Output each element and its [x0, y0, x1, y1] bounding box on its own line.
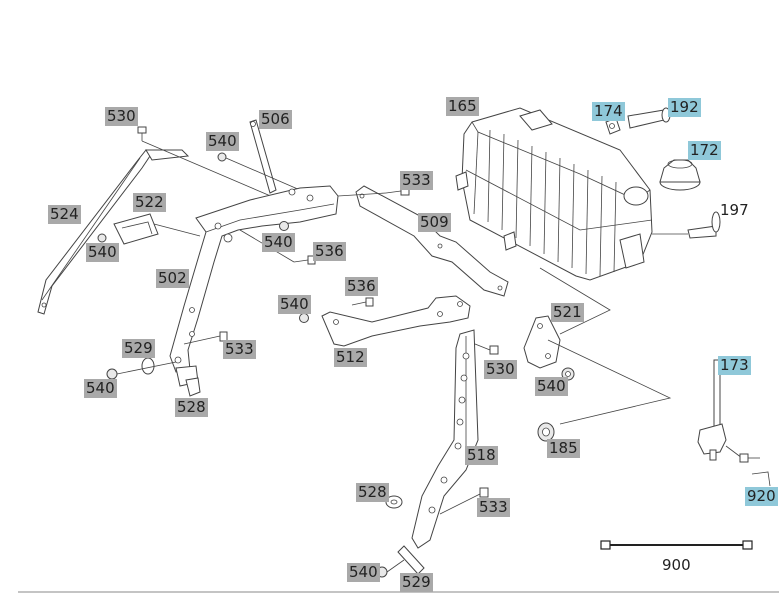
- part-172-cap: [659, 159, 701, 191]
- callout-192[interactable]: 192: [668, 98, 701, 117]
- callout-540-e: 540: [84, 379, 117, 398]
- callout-533-c: 533: [477, 498, 510, 517]
- part-506-link: [249, 119, 277, 194]
- part-529-washer-a: [106, 357, 177, 380]
- callout-506: 506: [259, 110, 292, 129]
- callout-521: 521: [551, 303, 584, 322]
- part-536-bolt-b: [351, 297, 374, 307]
- callout-529-a: 529: [122, 339, 155, 358]
- part-512-bracket: [299, 295, 471, 347]
- part-920-connector: [739, 453, 771, 487]
- callout-540-d: 540: [278, 295, 311, 314]
- callout-920[interactable]: 920: [745, 487, 778, 506]
- callout-172[interactable]: 172: [688, 141, 721, 160]
- callout-540-b: 540: [86, 243, 119, 262]
- callout-540-f: 540: [535, 377, 568, 396]
- part-530-bolt-a: [137, 126, 281, 201]
- part-173-sensor: [697, 359, 743, 461]
- callout-900: 900: [662, 556, 691, 574]
- callout-185: 185: [547, 439, 580, 458]
- callout-524: 524: [48, 205, 81, 224]
- part-540-nut-c: [279, 221, 289, 231]
- callout-540-g: 540: [347, 563, 380, 582]
- callout-528-a: 528: [175, 398, 208, 417]
- callout-536-a: 536: [313, 242, 346, 261]
- part-528-clip-b: [385, 495, 403, 509]
- callout-518: 518: [465, 446, 498, 465]
- part-900-harness: [600, 540, 753, 550]
- callout-529-b: 529: [400, 573, 433, 592]
- part-528-clip-a: [185, 377, 201, 397]
- part-185-grommet: [537, 422, 555, 442]
- callout-540-a: 540: [206, 132, 239, 151]
- part-524-strut: [37, 149, 190, 315]
- callout-174[interactable]: 174: [592, 102, 625, 121]
- callout-540-c: 540: [262, 233, 295, 252]
- callout-533-b: 533: [223, 340, 256, 359]
- part-197-bolt: [652, 211, 721, 239]
- callout-536-b: 536: [345, 277, 378, 296]
- part-192-bolt: [627, 107, 671, 129]
- part-174-clip: [605, 117, 621, 135]
- part-533-bolt-c: [439, 487, 489, 515]
- callout-165: 165: [446, 97, 479, 116]
- part-521-plate: [523, 267, 672, 425]
- callout-509: 509: [418, 213, 451, 232]
- callout-173[interactable]: 173: [718, 356, 751, 375]
- callout-530-b: 530: [484, 360, 517, 379]
- part-518-bracket: [411, 329, 479, 549]
- callout-528-b: 528: [356, 483, 389, 502]
- callout-530-a: 530: [105, 107, 138, 126]
- callout-512: 512: [334, 348, 367, 367]
- callout-533-a: 533: [400, 171, 433, 190]
- callout-522: 522: [133, 193, 166, 212]
- part-165-reservoir: [455, 107, 653, 281]
- part-540-nut-a: [217, 152, 301, 191]
- callout-197: 197: [720, 201, 749, 219]
- callout-502: 502: [156, 269, 189, 288]
- part-522-clip: [97, 213, 201, 245]
